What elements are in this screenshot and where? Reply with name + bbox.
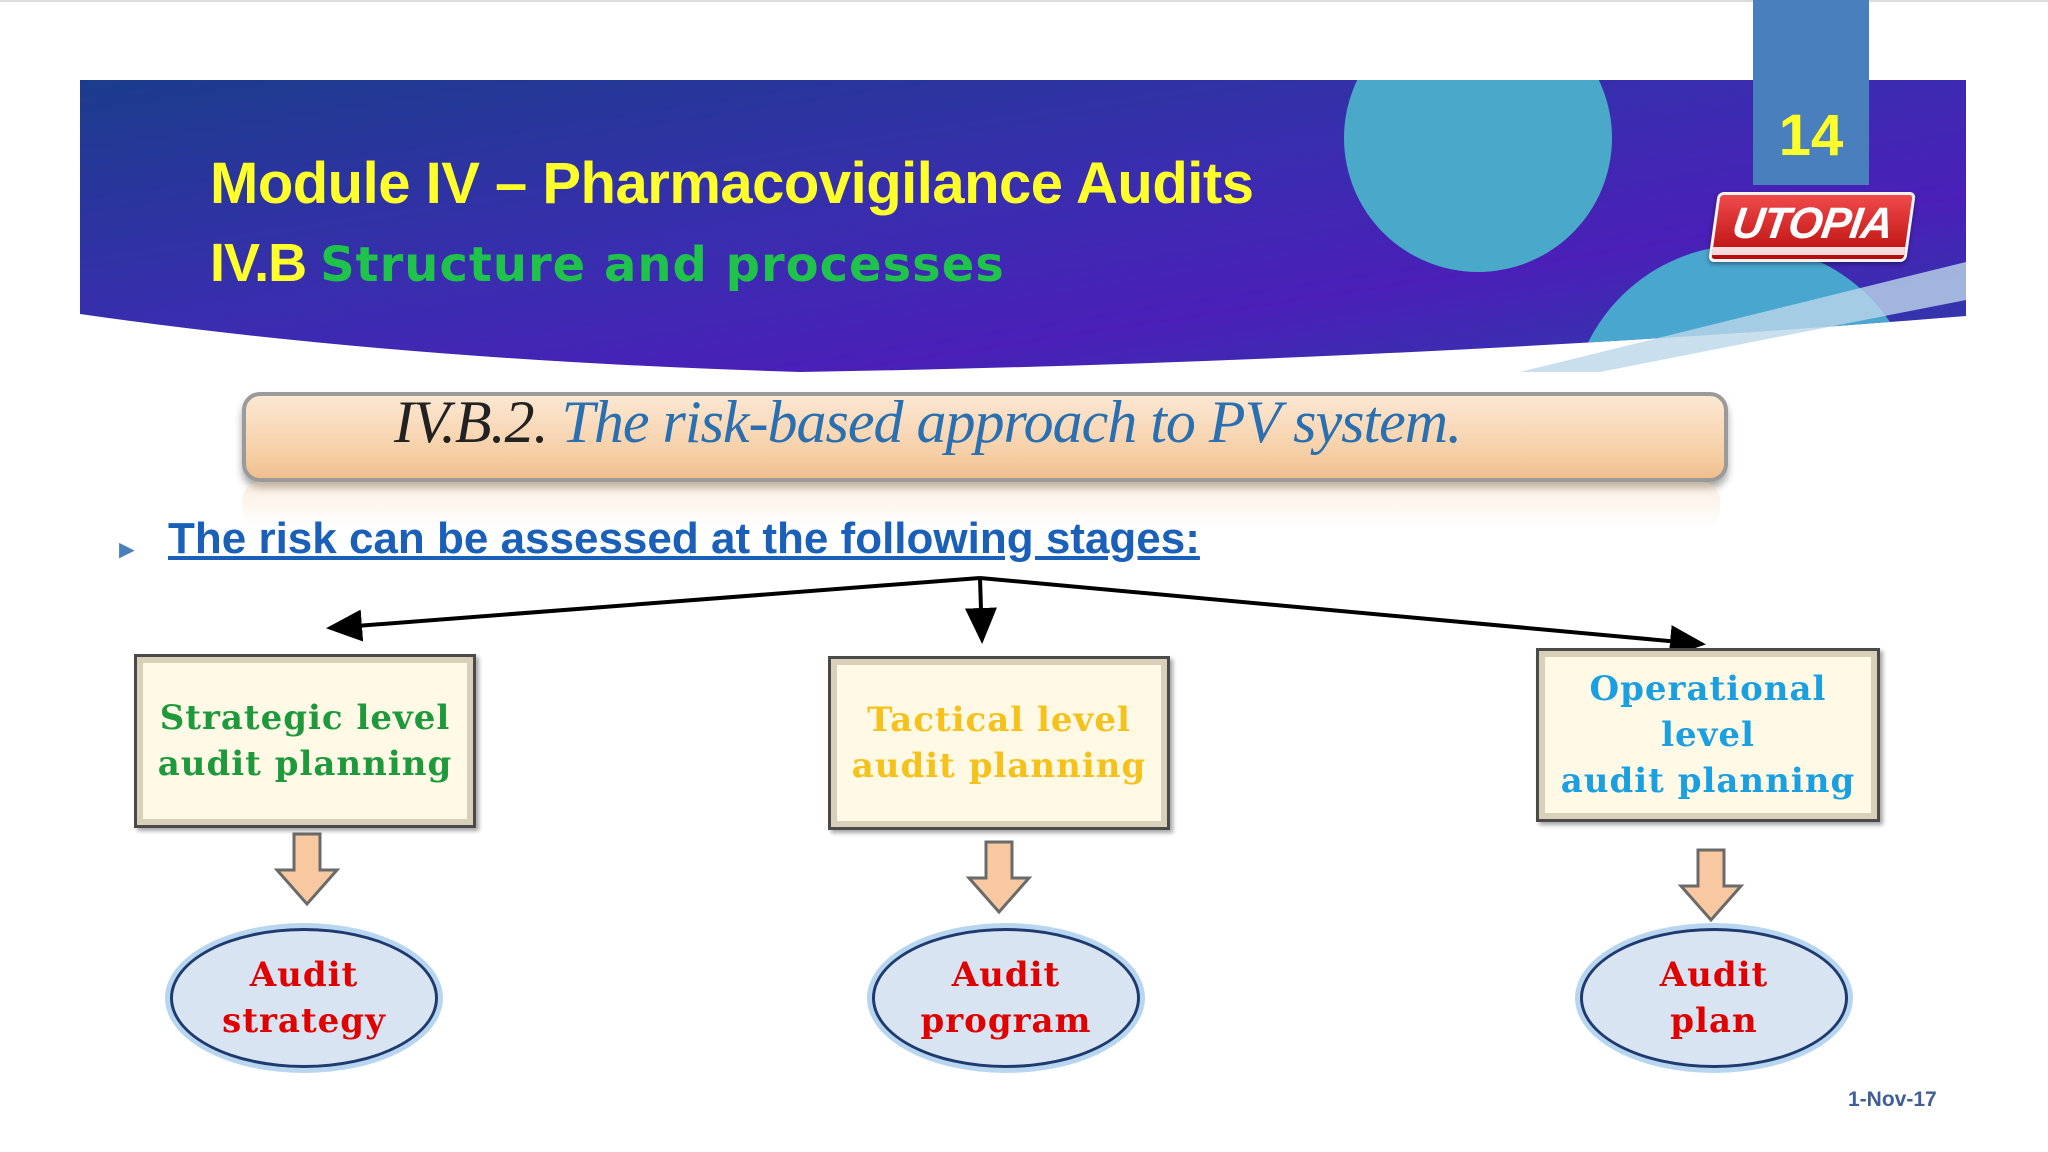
slide-date: 1-Nov-17 — [1848, 1088, 1937, 1111]
connector-left — [326, 576, 981, 642]
down-arrow-icon — [965, 840, 1033, 915]
box-line2: audit planning — [851, 746, 1147, 786]
topic-code: IV.B.2. — [394, 389, 549, 455]
down-arrow-icon — [273, 832, 341, 907]
slide-number-tab: 14 — [1753, 0, 1869, 185]
ellipse-line1: Audit — [951, 955, 1061, 995]
ellipse-line2: strategy — [222, 1001, 386, 1041]
box-line1: Strategic level — [159, 698, 451, 738]
down-arrow-icon — [1677, 848, 1745, 923]
slide-number: 14 — [1778, 103, 1844, 168]
audit-strategy-ellipse: Audit strategy — [170, 928, 438, 1068]
ellipse-line2: plan — [1670, 1001, 1758, 1041]
topic-title: The risk-based approach to PV system. — [561, 389, 1463, 455]
tactical-level-box: Tactical level audit planning — [828, 656, 1170, 830]
box-line2: audit planning — [157, 744, 453, 784]
box-line2: audit planning — [1560, 761, 1856, 801]
decor-circle-large — [1344, 80, 1612, 272]
topic-heading: IV.B.2.The risk-based approach to PV sys… — [394, 388, 1463, 457]
connector-center — [964, 577, 997, 644]
box-line1: Tactical level — [867, 700, 1131, 740]
header-banner — [80, 80, 1966, 372]
section-title: Structure and processes — [320, 237, 1005, 293]
bullet-text: The risk can be assessed at the followin… — [168, 514, 1200, 563]
ellipse-line1: Audit — [249, 955, 359, 995]
section-code: IV.B — [210, 233, 307, 293]
box-line1: Operational level — [1589, 669, 1827, 755]
operational-level-box: Operational level audit planning — [1536, 648, 1880, 822]
decor-stripe — [1520, 262, 1966, 372]
slide-title: Module IV – Pharmacovigilance Audits — [210, 151, 1254, 216]
top-border — [0, 0, 2048, 2]
audit-program-ellipse: Audit program — [872, 928, 1140, 1068]
bullet-arrow-icon: ► — [114, 534, 140, 564]
topic-heading-box — [242, 392, 1728, 482]
ellipse-line2: program — [920, 1001, 1092, 1041]
heading-reflection — [242, 482, 1720, 528]
ellipse-line1: Audit — [1659, 955, 1769, 995]
connector-right — [979, 576, 1706, 658]
audit-plan-ellipse: Audit plan — [1580, 928, 1848, 1068]
strategic-level-box: Strategic level audit planning — [134, 654, 476, 828]
